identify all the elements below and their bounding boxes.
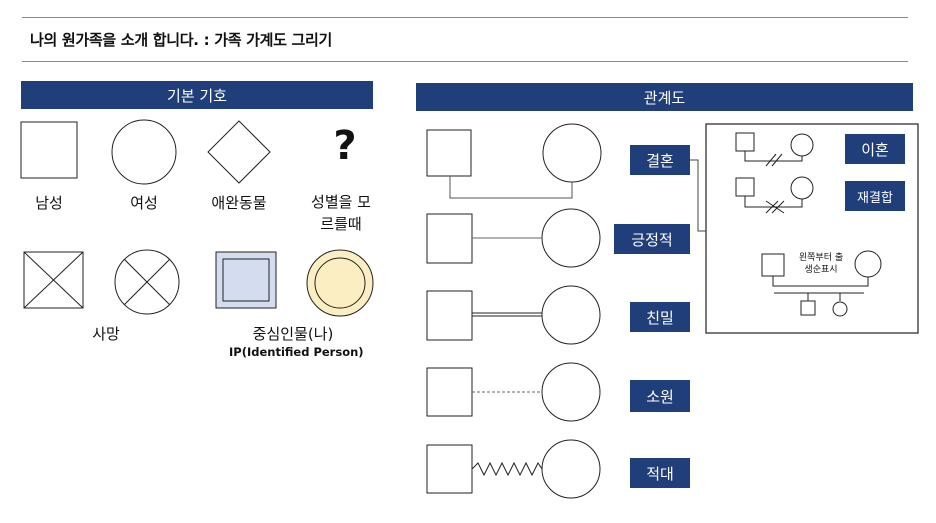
basic-symbols-header: 기본 기호 bbox=[21, 81, 373, 109]
male-symbol bbox=[20, 121, 78, 179]
title-rule bbox=[22, 61, 908, 62]
marriage-connector bbox=[690, 159, 706, 232]
death-label: 사망 bbox=[92, 325, 120, 343]
remarriage-symbol bbox=[735, 176, 814, 214]
pet-symbol bbox=[207, 120, 271, 184]
unknown-gender-mark: ? bbox=[333, 123, 357, 169]
hostile-tag: 적대 bbox=[630, 458, 690, 488]
ip-label: 중심인물(나) bbox=[252, 325, 334, 343]
remarriage-tag: 재결합 bbox=[845, 181, 905, 211]
deceased-male-symbol bbox=[23, 251, 84, 309]
distant-relation bbox=[426, 362, 601, 422]
divorce-tag: 이혼 bbox=[845, 134, 905, 164]
relationships-header: 관계도 bbox=[416, 83, 913, 111]
deceased-female-symbol bbox=[114, 249, 180, 315]
ip-female-symbol bbox=[306, 249, 374, 317]
close-tag: 친밀 bbox=[630, 302, 690, 332]
close-relation bbox=[426, 285, 601, 345]
female-label: 여성 bbox=[130, 194, 158, 212]
male-label: 남성 bbox=[35, 194, 63, 212]
marriage-relation bbox=[426, 123, 602, 199]
top-rule bbox=[22, 17, 908, 18]
marriage-detail-box bbox=[705, 123, 919, 334]
hostile-relation bbox=[426, 439, 601, 499]
birth-order-symbol bbox=[761, 250, 882, 317]
ip-english-label: IP(Identified Person) bbox=[229, 345, 364, 359]
unknown-gender-label: 성별을 모르를때 bbox=[311, 193, 371, 233]
divorce-symbol bbox=[735, 132, 814, 167]
marriage-tag: 결혼 bbox=[630, 145, 690, 175]
distant-tag: 소원 bbox=[630, 380, 690, 412]
pet-label: 애완동물 bbox=[211, 194, 267, 212]
birth-order-label: 왼쪽부터 출생순표시 bbox=[798, 253, 844, 275]
ip-male-symbol bbox=[215, 251, 277, 309]
positive-relation bbox=[426, 208, 601, 268]
female-symbol bbox=[111, 119, 177, 185]
positive-tag: 긍정적 bbox=[614, 224, 690, 254]
page-title: 나의 원가족을 소개 합니다. : 가족 가계도 그리기 bbox=[30, 31, 333, 49]
